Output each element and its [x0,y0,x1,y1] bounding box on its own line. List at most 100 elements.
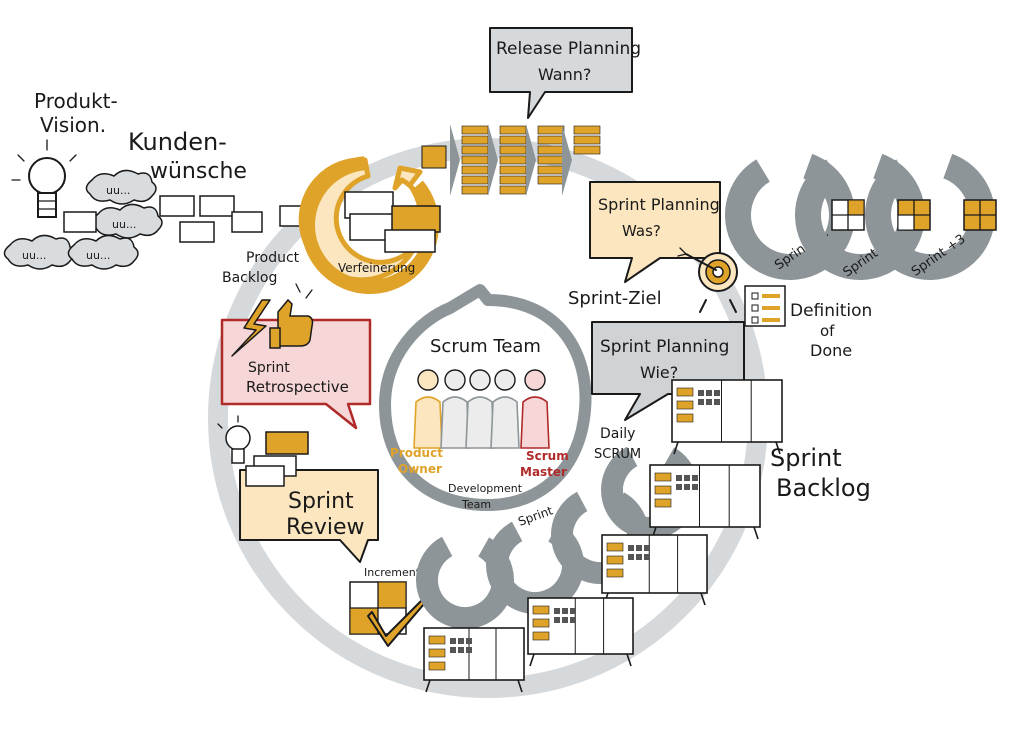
task-card [706,390,712,396]
lightbulb-icon [217,415,251,464]
lightning-icon [231,299,271,357]
task-card [636,554,642,560]
backlog-item [499,185,527,195]
backlog-note [245,465,285,487]
backlog-item [421,145,447,169]
customer-wishes: Kunden- wünsche [128,128,247,184]
sm-line2: Master [520,465,567,479]
backlog-item [499,125,527,135]
team-member-figure [520,369,550,449]
task-card [692,484,698,490]
sprint-review: Sprint Review [217,415,379,563]
retro-line1: Sprint [248,360,290,376]
review-line1: Sprint [288,489,354,514]
increment-cube-icon [897,199,931,231]
checklist-icon [744,285,786,327]
task-card [450,638,456,644]
sprint-cycle [416,531,514,629]
release-arrow [526,124,536,196]
daily-line1: Daily [600,426,635,442]
wish-clouds: uu... uu... uu... uu... [3,169,311,270]
backlog-item [573,135,601,145]
po-line2: Owner [398,462,442,476]
daily-scrum: Daily SCRUM [594,426,641,462]
scrum-team: Scrum Team Product Owner Development Tea… [390,336,569,511]
dod-line1: Definition [790,301,872,321]
dod-line2: of [820,322,835,340]
task-card [636,545,642,551]
future-sprints: Sprint +1 Sprint +2 Sprint +3 [725,150,997,280]
backlog-item [573,145,601,155]
task-card [714,390,720,396]
task-card [628,545,634,551]
backlog-item [537,135,565,145]
sprint-backlog-line1: Sprint [770,444,842,472]
backlog-line1: Product [246,250,300,266]
sprint-backlog-board [527,597,634,667]
backlog-refinement: Verfeinerung [298,156,441,294]
review-line2: Review [286,515,365,540]
task-card [684,475,690,481]
backlog-item [461,155,489,165]
task-card [628,554,634,560]
backlog-note-highlight [265,431,309,455]
backlog-item [499,175,527,185]
product-vision: Produkt- Vision. [11,89,118,218]
backlog-note [199,195,235,217]
kunden-line1: Kunden- [128,128,227,156]
task-card [692,475,698,481]
task-card [554,617,560,623]
sprint-backlog-board [601,534,708,606]
speech-bubble [220,318,372,430]
lightbulb-icon [11,139,77,218]
task-card [644,554,650,560]
sprint-planning-how: Sprint Planning Wie? [591,321,745,421]
scrum-team-title: Scrum Team [430,336,541,357]
backlog-line2: Backlog [222,270,277,286]
task-card [714,399,720,405]
task-card [450,647,456,653]
speech-bubble [239,469,379,563]
task-card [562,608,568,614]
refinement-label: Verfeinerung [338,261,415,275]
sm-line1: Scrum [526,449,569,463]
backlog-item [499,145,527,155]
cloud: uu... [85,169,157,205]
was-line2: Was? [622,222,661,240]
sprint-backlog-board [649,464,761,540]
increment-cube-icon [963,199,997,231]
backlog-item [573,125,601,135]
cloud: uu... [3,234,75,270]
backlog-item [461,145,489,155]
definition-of-done: Definition of Done [790,301,872,360]
backlog-item [537,165,565,175]
task-card [466,638,472,644]
release-roadmap [421,124,601,196]
vision-line2: Vision. [40,113,106,137]
speech-bubble [589,181,721,283]
increment: Increment [349,566,427,647]
sprint-backlog-board [423,627,525,693]
speech-bubble [489,27,633,119]
sprint-backlog-line2: Backlog [776,474,871,502]
release-line1: Release Planning [496,39,641,59]
backlog-note [63,211,97,233]
backlog-item [461,135,489,145]
sprint-label: Sprint [516,503,555,529]
sprint-retrospective: Sprint Retrospective [220,283,372,430]
backlog-item [537,145,565,155]
task-card [570,608,576,614]
release-arrow [488,124,498,196]
release-arrow [450,124,460,196]
task-card [684,484,690,490]
increment-label: Increment [364,566,421,579]
thumbs-up-icon [269,283,314,349]
release-line2: Wann? [538,65,591,84]
cloud-text: uu... [112,218,136,231]
task-card [570,617,576,623]
increment-cube-icon [831,199,865,231]
backlog-note [179,221,215,243]
backlog-item [537,175,565,185]
team-member-figure [490,369,520,449]
